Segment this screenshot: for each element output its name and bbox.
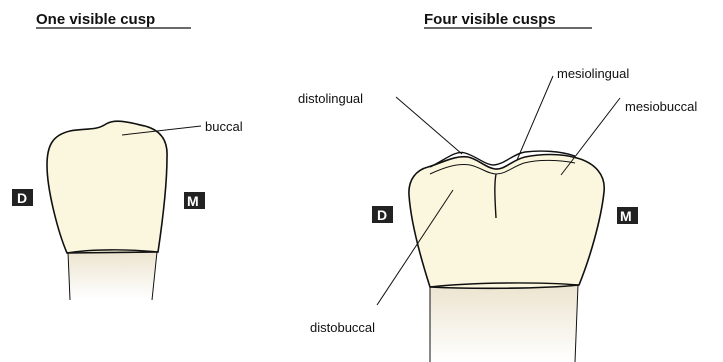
buccal-label: buccal <box>205 119 243 134</box>
left-panel-title: One visible cusp <box>36 11 155 28</box>
right-tooth-root <box>430 285 578 362</box>
mesiolingual-label: mesiolingual <box>557 66 629 81</box>
mesiolingual-leader <box>517 76 553 160</box>
distobuccal-label: distobuccal <box>310 320 375 335</box>
right-mesial-badge-text: M <box>620 208 632 224</box>
left-panel: One visible cusp buccal D M <box>12 11 243 300</box>
right-distal-badge-text: D <box>377 207 387 223</box>
distolingual-leader <box>396 97 462 154</box>
mesiobuccal-label: mesiobuccal <box>625 99 697 114</box>
left-tooth-crown <box>47 121 167 253</box>
right-panel: Four visible cusps mesiolingual distolin… <box>298 11 697 362</box>
left-tooth-root <box>68 252 157 300</box>
right-tooth-crown <box>409 155 604 289</box>
left-distal-badge-text: D <box>17 190 27 206</box>
left-mesial-badge-text: M <box>187 193 199 209</box>
distolingual-label: distolingual <box>298 91 363 106</box>
right-panel-title: Four visible cusps <box>424 11 556 28</box>
